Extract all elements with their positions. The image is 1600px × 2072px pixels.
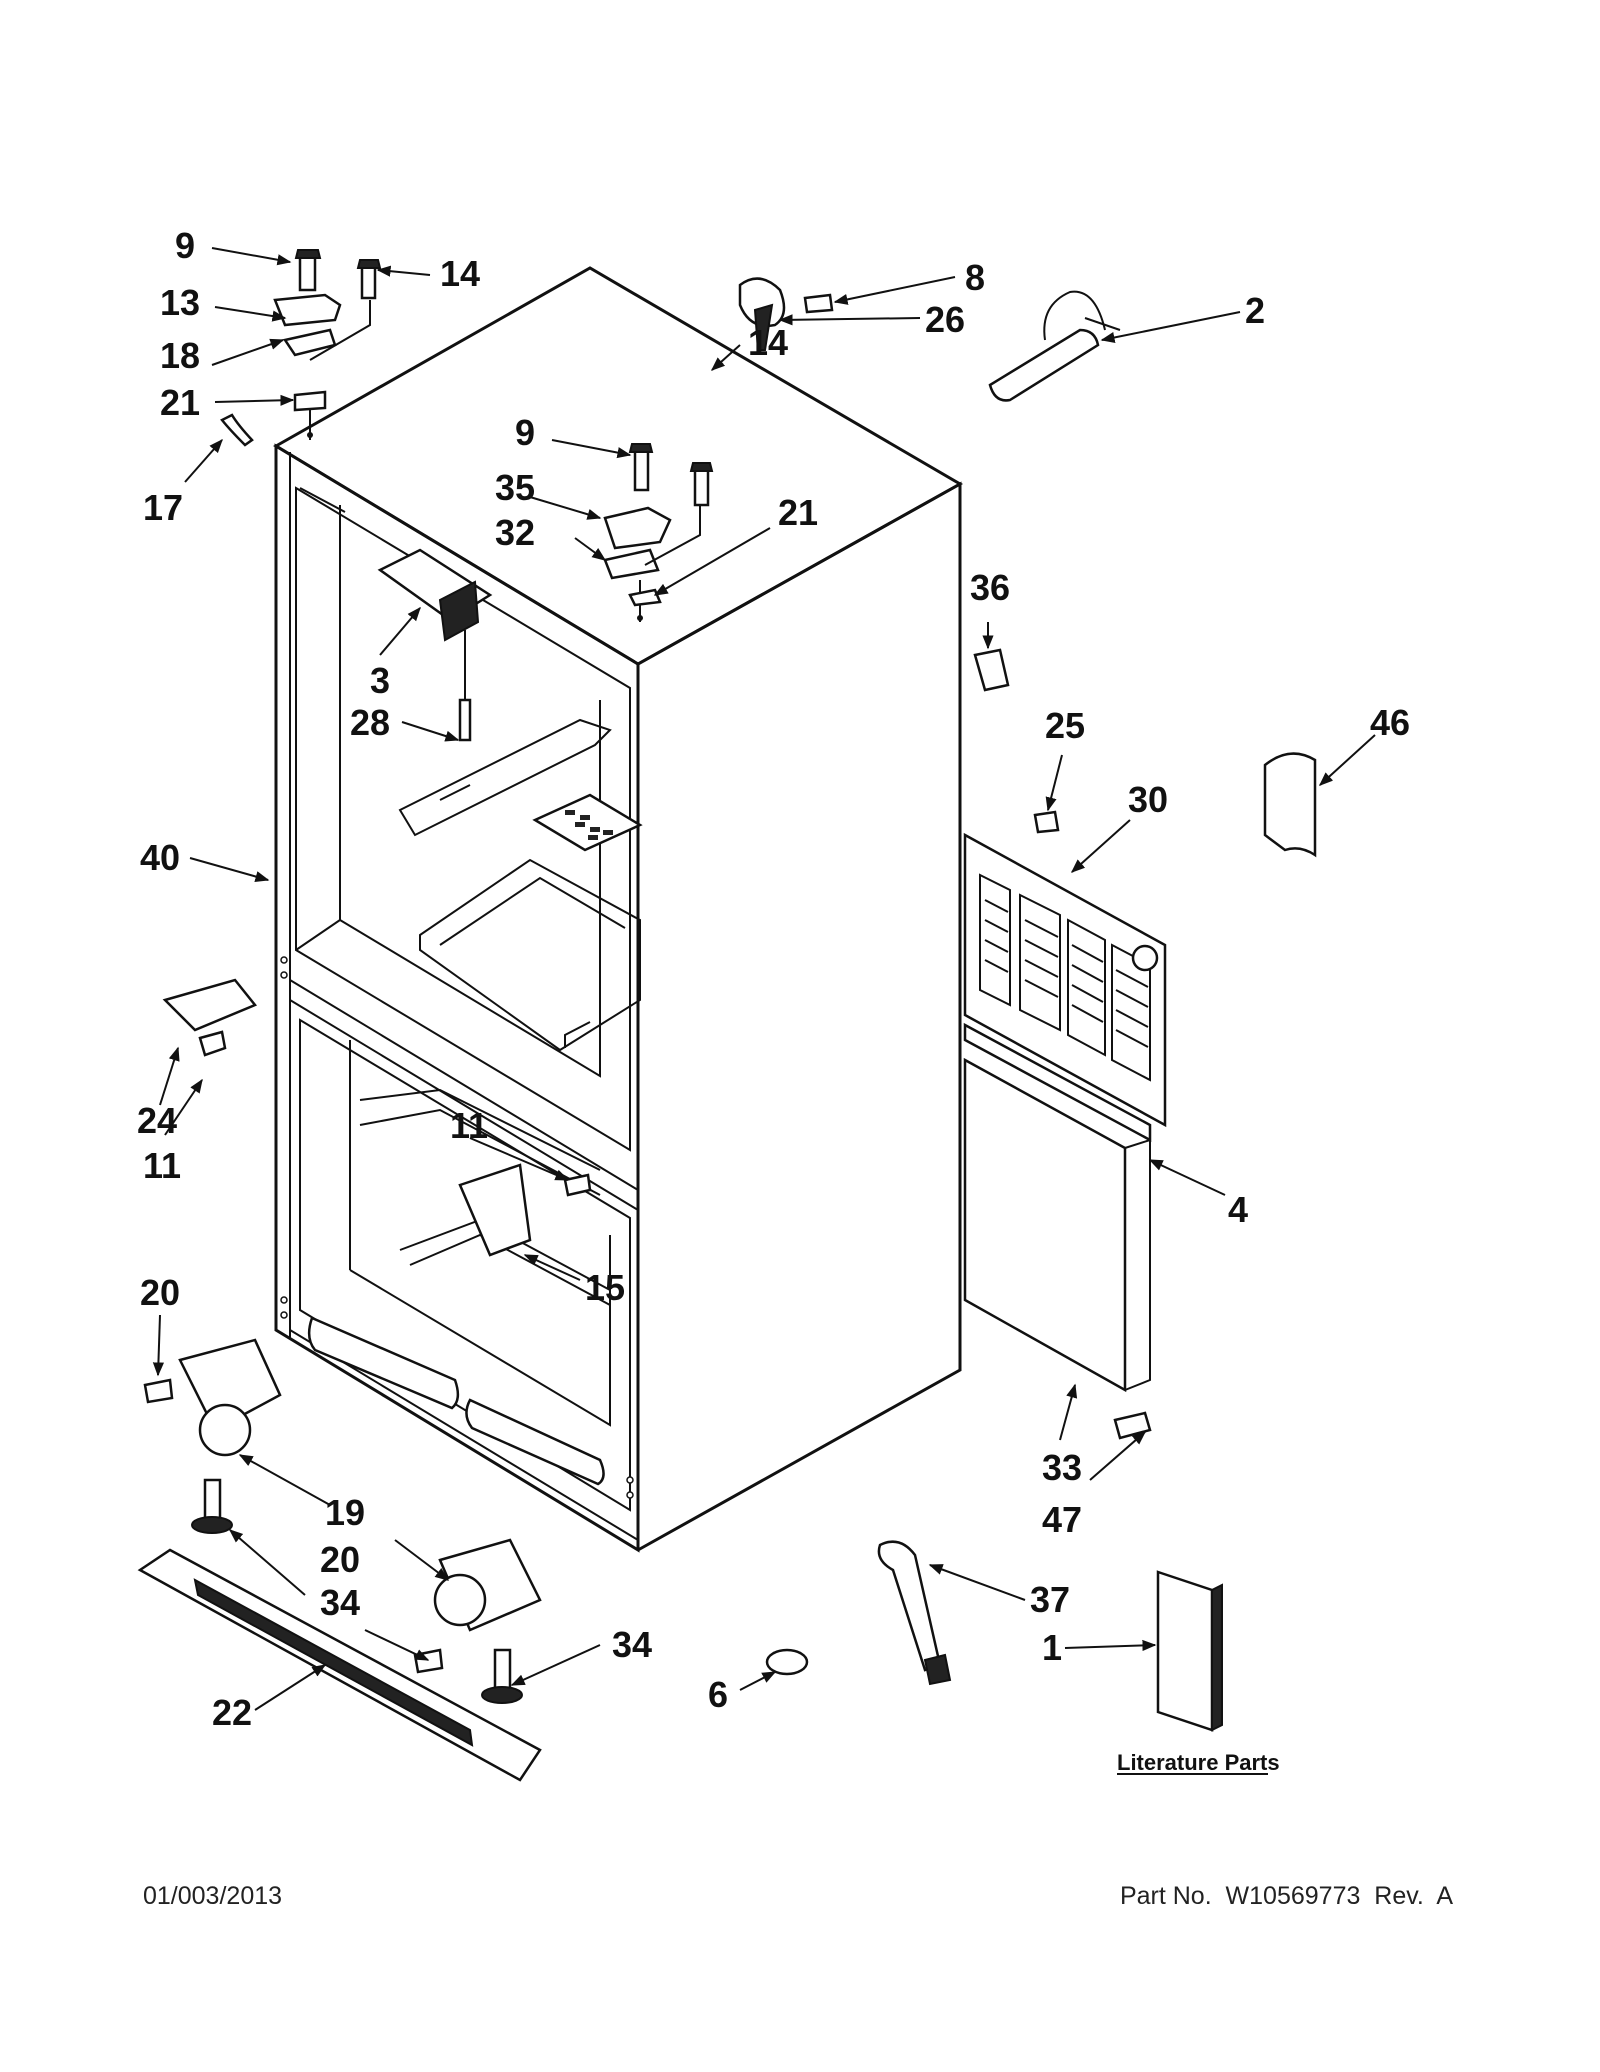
callout-2: 2 [1245,290,1265,331]
callout-26: 26 [925,299,965,340]
callout-3: 3 [370,660,390,701]
footer-part-number: Part No. W10569773 Rev. A [1119,1882,1453,1910]
base-grille [137,1548,542,1782]
callout-25: 25 [1045,705,1085,746]
callout-24: 24 [137,1100,177,1141]
callout-8: 8 [965,257,985,298]
callout-13: 13 [160,282,200,323]
callout-19: 19 [325,1492,365,1533]
callout-36: 36 [970,567,1010,608]
callout-6: 6 [708,1674,728,1715]
callout-15: 15 [585,1267,625,1308]
callout-34a: 34 [320,1582,360,1623]
water-tube [988,290,1121,402]
clip-36 [973,648,1010,692]
damper-assembly [738,277,834,351]
callout-33: 33 [1042,1447,1082,1488]
screw-25 [1033,810,1060,834]
callout-9b: 9 [515,412,535,453]
center-hinge-left [162,978,258,1057]
callout-35: 35 [495,467,535,508]
tool-37 [877,1540,952,1686]
callout-28: 28 [350,702,390,743]
callout-30: 30 [1128,779,1168,820]
callout-37: 37 [1030,1579,1070,1620]
callout-11a: 11 [143,1145,181,1186]
callout-20a: 20 [140,1272,180,1313]
callout-40: 40 [140,837,180,878]
callout-1: 1 [1042,1627,1062,1668]
callout-18: 18 [160,335,200,376]
callout-46: 46 [1370,702,1410,743]
callout-9a: 9 [175,225,195,266]
callout-17: 17 [143,487,183,528]
callout-14b: 14 [748,322,788,363]
callout-34b: 34 [612,1624,652,1665]
door-bracket-46 [1263,752,1317,858]
refrigerator-cabinet [273,266,964,1553]
clip-47 [1113,1411,1152,1440]
callout-20b: 20 [320,1539,360,1580]
literature-book [1156,1570,1223,1732]
callout-47: 47 [1042,1499,1082,1540]
callout-21b: 21 [778,492,818,533]
callout-22: 22 [212,1692,252,1733]
callout-32: 32 [495,512,535,553]
top-center-hinge-assembly [603,443,714,622]
top-left-hinge-assembly [220,249,382,447]
roller-assembly-left [143,1338,282,1534]
literature-parts-label: Literature Parts [1117,1750,1280,1775]
callout-leaders [152,247,1376,1711]
callout-11b: 11 [450,1105,488,1146]
footer-date: 01/003/2013 [143,1882,283,1910]
light-housing [377,548,493,742]
ring-6 [765,1648,809,1676]
roller-assembly-right [413,1538,542,1704]
callout-labels: 9 14 13 18 21 17 8 26 2 9 14 35 32 21 36… [137,225,1410,1733]
callout-4: 4 [1228,1189,1248,1230]
freezer-hinge [458,1163,592,1257]
rear-grille-panel [963,832,1167,1128]
callout-21a: 21 [160,382,200,423]
callout-14a: 14 [440,253,480,294]
